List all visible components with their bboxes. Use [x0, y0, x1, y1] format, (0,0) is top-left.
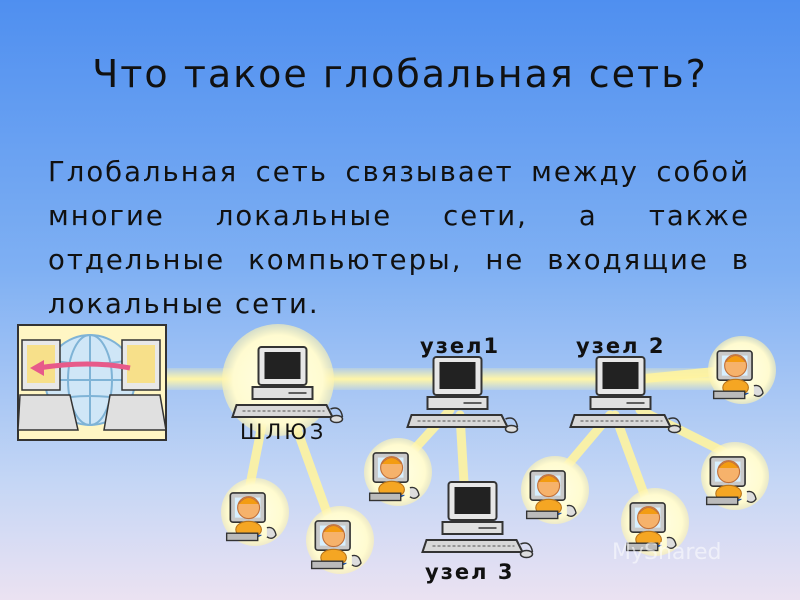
node3-label: узел 3 [425, 560, 514, 584]
watermark: MyShared [612, 540, 721, 565]
node2-label: узел 2 [576, 334, 665, 358]
globe-network-icon [18, 325, 166, 440]
node1-label: узел1 [420, 334, 500, 358]
node3-computer-icon [423, 482, 533, 558]
gateway-label: ШЛЮЗ [240, 420, 326, 444]
